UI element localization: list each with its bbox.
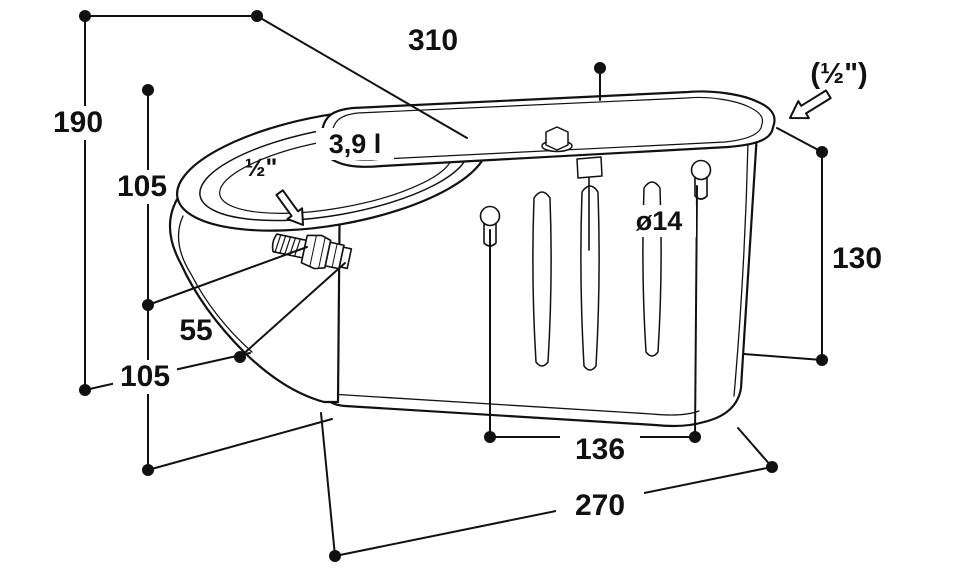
dimension-dot	[142, 84, 154, 96]
dimension-labels: 310 190 105 55 105 136 270 130 ø14 3,9 l…	[53, 24, 882, 522]
outlet-thread-label: (½")	[810, 58, 867, 90]
dimension-dot	[79, 384, 91, 396]
trough-drawing	[168, 90, 776, 428]
inlet-fitting	[271, 233, 353, 270]
dim-top-width-label: 310	[408, 24, 458, 57]
dim-hole-spacing-label: 136	[575, 433, 625, 466]
dimension-dot	[766, 461, 778, 473]
drain-slot-left	[532, 191, 552, 367]
dimension-dot	[816, 146, 828, 158]
drain-slot-right	[642, 181, 662, 357]
dim-lower-left-height-label: 105	[120, 360, 170, 393]
pointer-arrows	[275, 89, 832, 226]
trough-bowl-contour	[177, 215, 253, 353]
mounting-hole-right	[690, 159, 712, 200]
dim-base-width-label: 270	[575, 489, 625, 522]
lid-bolt-icon	[541, 126, 573, 153]
dim-right-height-label: 130	[832, 242, 882, 275]
dimension-dot	[234, 351, 246, 363]
dimension-dot	[142, 464, 154, 476]
trough-body-right-contour	[733, 141, 749, 397]
inlet-thread-label: ½"	[245, 154, 278, 182]
inlet-arrow-icon	[275, 189, 304, 226]
mounting-bracket	[576, 156, 603, 251]
dimension-dot	[816, 354, 828, 366]
dimension-dot	[329, 550, 341, 562]
dimension-dot	[689, 431, 701, 443]
dimension-dot	[142, 299, 154, 311]
dimension-dot	[594, 62, 606, 74]
dim-upper-left-height-label: 105	[117, 170, 167, 203]
dimension-dots	[79, 10, 828, 562]
drain-slot-center	[580, 185, 600, 371]
dimension-dot	[251, 10, 263, 22]
hole-diameter-label: ø14	[636, 206, 683, 236]
label-backgrounds	[46, 106, 696, 524]
dimension-dot	[484, 431, 496, 443]
trough-body-base-line	[329, 393, 700, 416]
outlet-arrow-icon	[789, 89, 832, 120]
dim-total-height-label: 190	[53, 106, 103, 139]
capacity-label: 3,9 l	[329, 129, 382, 159]
dimension-dot	[79, 10, 91, 22]
dim-inlet-offset-label: 55	[179, 314, 212, 347]
